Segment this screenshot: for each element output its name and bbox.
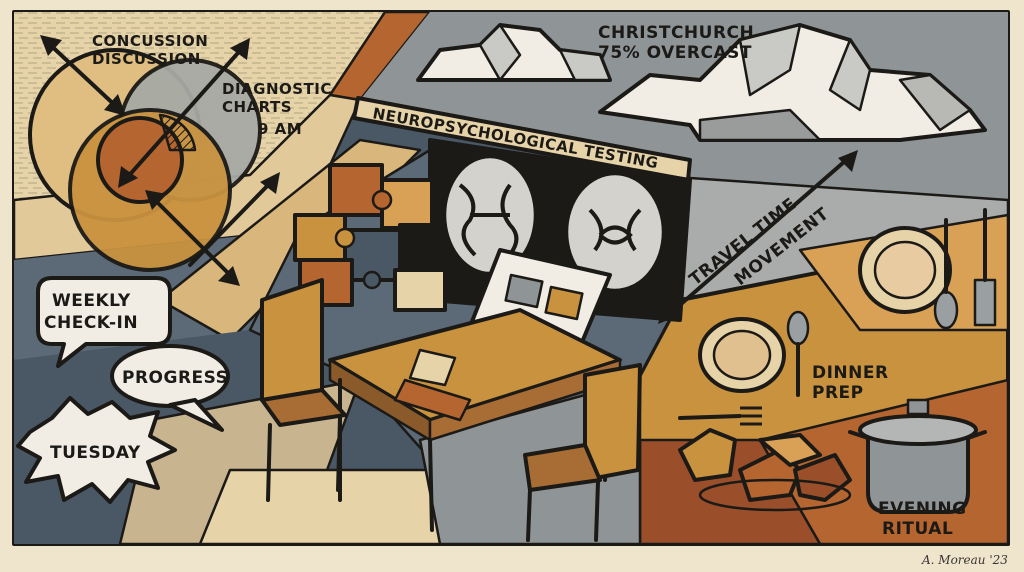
label-diagnostic-line2: CHARTS bbox=[222, 98, 292, 116]
label-location-line2: 75% OVERCAST bbox=[598, 43, 752, 63]
cloud-icon bbox=[598, 23, 987, 142]
venn-diagram bbox=[28, 48, 262, 272]
plate-icon bbox=[858, 226, 952, 314]
bubble-weekly bbox=[36, 276, 172, 368]
plate-icon bbox=[698, 317, 786, 393]
label-location-line1: CHRISTCHURCH bbox=[598, 23, 754, 43]
chair-icon bbox=[523, 363, 642, 542]
spatula-icon bbox=[973, 208, 997, 327]
cloud-icon bbox=[416, 23, 612, 82]
label-diagnostic-line1: DIAGNOSTIC bbox=[222, 80, 332, 98]
label-evening-line1: EVENING bbox=[878, 499, 967, 519]
label-evening-line2: RITUAL bbox=[882, 519, 953, 539]
spoon-icon bbox=[933, 218, 959, 330]
bubble-tuesday bbox=[16, 396, 177, 504]
label-concussion-line1: CONCUSSION bbox=[92, 32, 208, 50]
label-dinner-line2: PREP bbox=[812, 383, 864, 403]
travel-arrow bbox=[658, 150, 858, 324]
pot-icon bbox=[848, 398, 987, 514]
bubble-weekly-line2: CHECK-IN bbox=[44, 313, 138, 333]
label-time: 9 AM bbox=[258, 120, 302, 138]
chair-icon bbox=[260, 278, 347, 502]
food-icon bbox=[678, 428, 852, 512]
bubble-progress bbox=[110, 344, 230, 432]
fork-icon bbox=[678, 406, 762, 426]
label-dinner-line1: DINNER bbox=[812, 363, 889, 383]
artist-signature: A. Moreau '23 bbox=[921, 553, 1008, 567]
label-concussion-line2: DISCUSSION bbox=[92, 50, 201, 68]
diagram-arrows bbox=[40, 35, 280, 286]
puzzle-icon bbox=[293, 163, 447, 312]
brain-scan-icon bbox=[565, 172, 665, 292]
bubble-tuesday-text: TUESDAY bbox=[50, 443, 141, 463]
table-icon bbox=[328, 308, 622, 532]
bubble-progress-text: PROGRESS bbox=[122, 368, 228, 388]
spoon-icon bbox=[786, 310, 810, 397]
bubble-weekly-line1: WEEKLY bbox=[52, 291, 131, 311]
